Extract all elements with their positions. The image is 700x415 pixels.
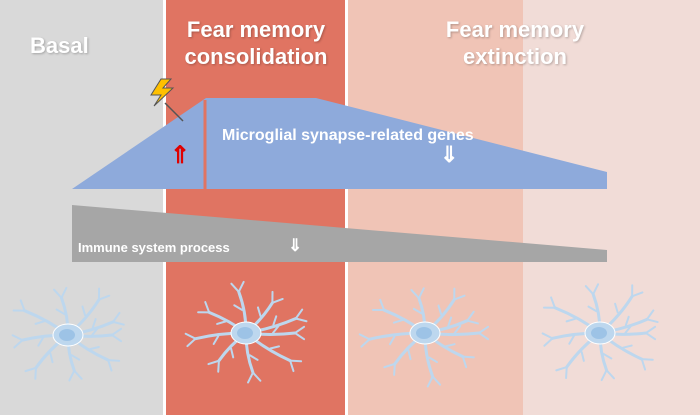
basal-label: Basal: [30, 33, 89, 58]
microglia-cell-icon: [184, 280, 308, 384]
consolidation-up-arrow: ⇑: [170, 142, 191, 169]
genes-down-arrow: ⇓: [440, 142, 459, 167]
separator-2: [345, 0, 348, 415]
lightning-bolt-icon: [150, 78, 184, 122]
consolidation-label: Fear memory consolidation: [184, 17, 328, 69]
extinction-panel-late: [523, 0, 700, 415]
microglia-cell-icon: [11, 286, 125, 382]
microglia-cell-icon: [541, 283, 659, 382]
immune-process-label: Immune system process: [78, 240, 230, 255]
extinction-label: Fear memory extinction: [445, 17, 585, 69]
separator-1: [163, 0, 166, 415]
immune-down-arrow: ⇓: [288, 236, 303, 255]
microglia-cell-icon: [358, 287, 490, 388]
immune-process-band: [72, 205, 607, 262]
consolidation-panel: [165, 0, 345, 415]
extinction-panel-early: [348, 0, 523, 415]
synapse-genes-label: Microglial synapse-related genes: [222, 127, 474, 144]
